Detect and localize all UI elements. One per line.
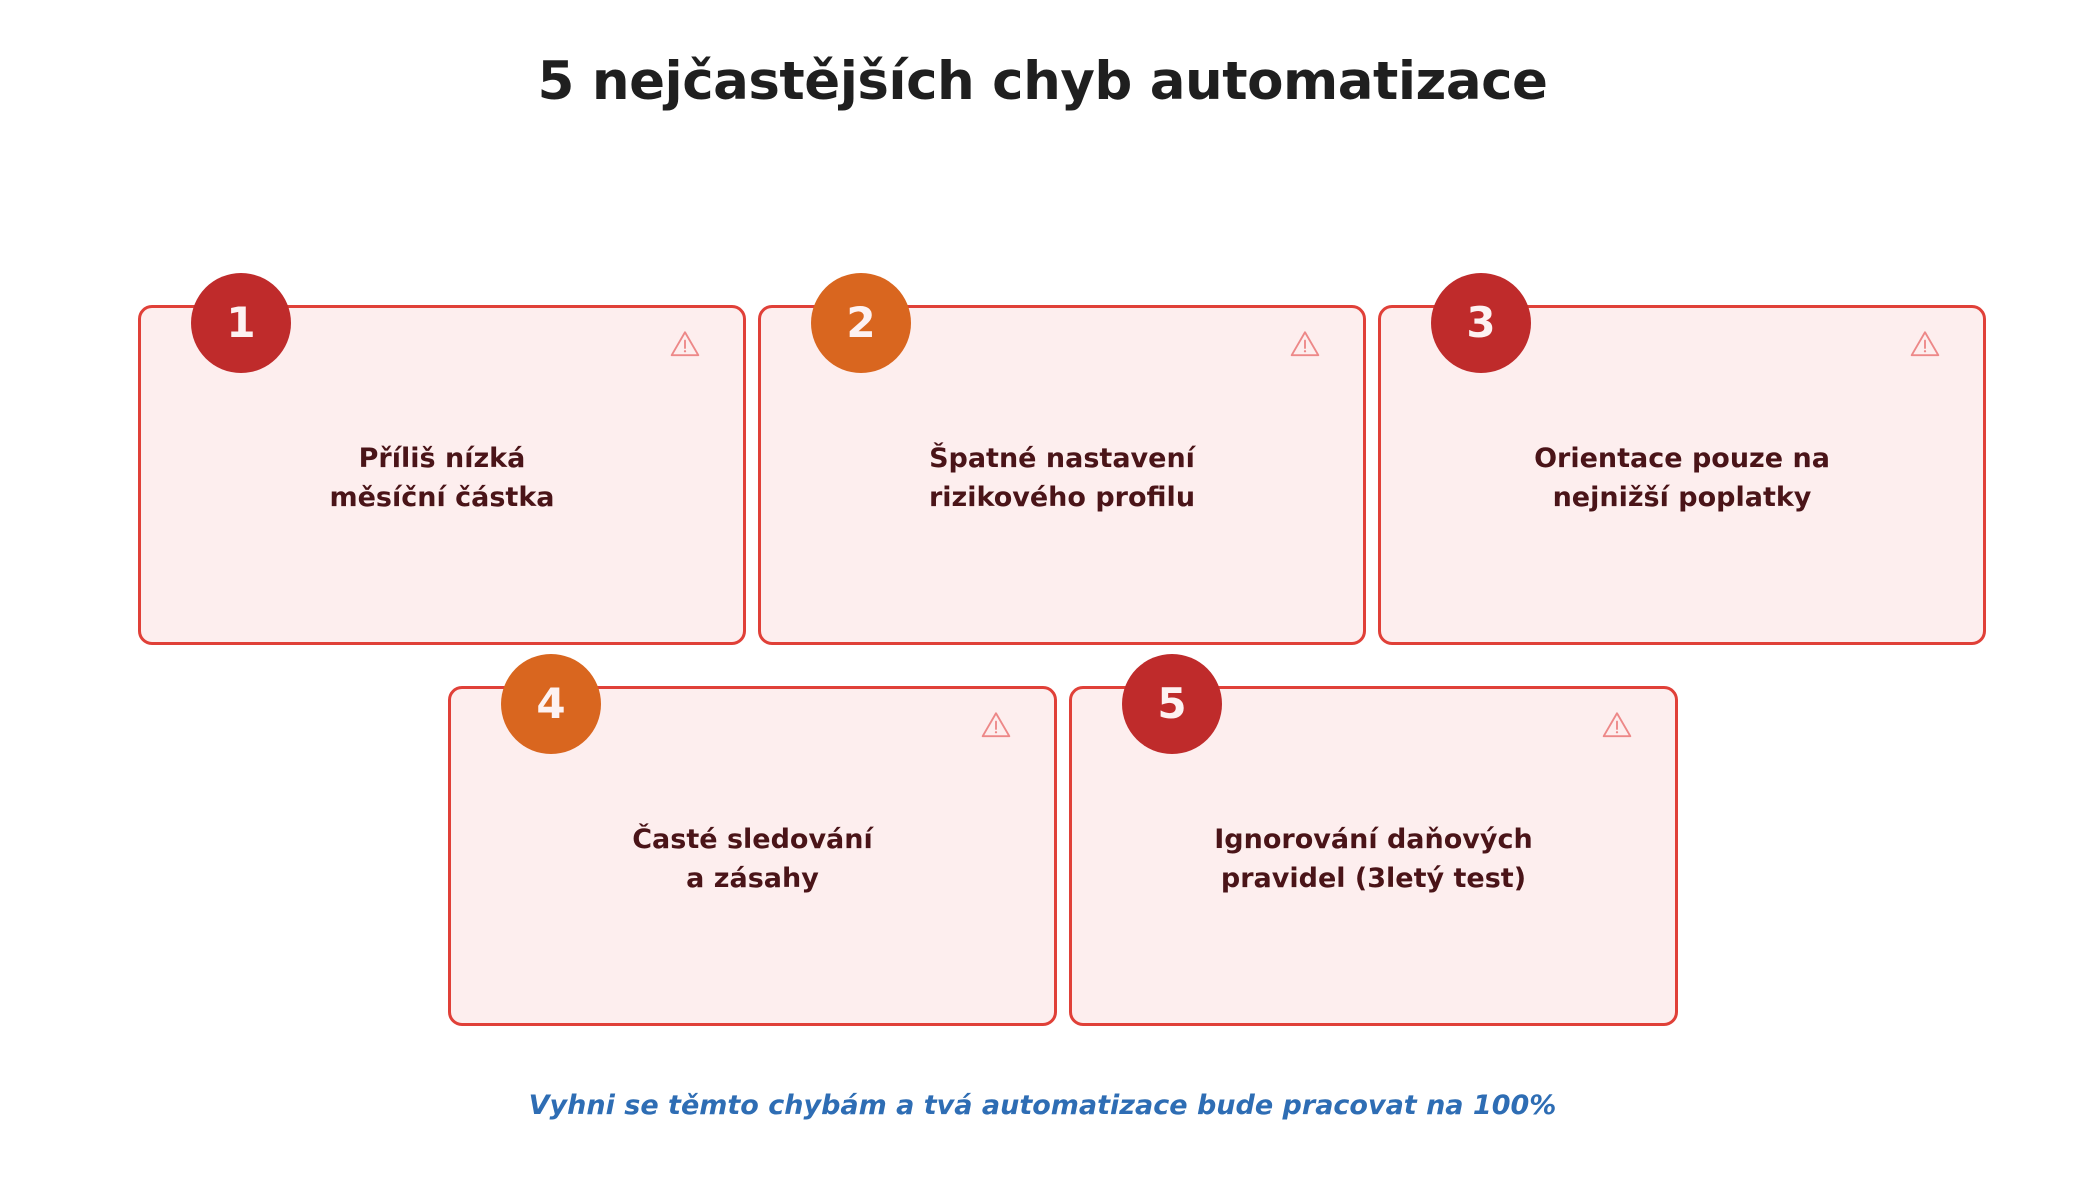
- card-number-badge: 2: [811, 273, 911, 373]
- warning-triangle-icon: [1601, 709, 1633, 741]
- card-label: Příliš nízká měsíční částka: [329, 442, 555, 513]
- warning-triangle-icon: [669, 328, 701, 360]
- card-label: Orientace pouze na nejnižší poplatky: [1534, 442, 1830, 513]
- card-label: Špatné nastavení rizikového profilu: [928, 442, 1196, 513]
- card-number-badge: 1: [191, 273, 291, 373]
- page-title: 5 nejčastějších chyb automatizace: [537, 51, 1548, 112]
- card-label: Časté sledování a zásahy: [632, 823, 873, 894]
- footer-note: Vyhni se těmto chybám a tvá automatizace…: [528, 1090, 1557, 1121]
- warning-triangle-icon: [980, 709, 1012, 741]
- card-label: Ignorování daňových pravidel (3letý test…: [1214, 823, 1533, 894]
- card-number-badge: 3: [1431, 273, 1531, 373]
- card-number-badge: 4: [501, 654, 601, 754]
- warning-triangle-icon: [1909, 328, 1941, 360]
- warning-triangle-icon: [1289, 328, 1321, 360]
- card-number-badge: 5: [1122, 654, 1222, 754]
